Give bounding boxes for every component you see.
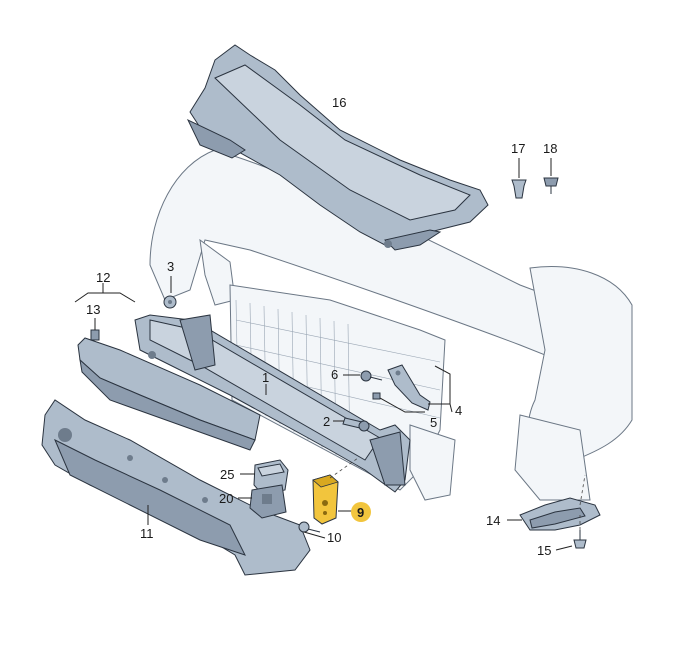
callout-badge-9 [351,502,371,522]
callout-9: 9 [357,505,364,520]
callout-12: 12 [96,270,110,285]
part-11-lower-carrier [41,399,311,576]
callout-16: 16 [332,95,346,110]
callout-10: 10 [327,530,341,545]
callout-1: 1 [262,370,269,385]
callout-labels: 16 17 18 3 12 13 1 6 2 4 5 25 20 9 10 11… [86,95,557,558]
part-3-nut [163,276,177,309]
part-1-bumper-beam [134,314,411,493]
callout-6: 6 [331,367,338,382]
callout-11: 11 [140,526,154,541]
part-6-bolt [343,370,383,382]
part-16-cowl-panel [186,44,489,251]
callout-5: 5 [430,415,437,430]
callout-4: 4 [455,403,462,418]
part-18-screw [543,158,559,194]
callout-14: 14 [486,513,500,528]
part-20-bracket [238,484,287,519]
part-15-bolt [555,512,587,551]
callout-13: 13 [86,302,100,317]
part-10-bolt [298,521,326,539]
callout-25: 25 [220,467,234,482]
part-17-clip [511,158,527,199]
part-2-bolt [333,417,370,432]
part-9-spacer-highlighted [312,457,359,525]
callout-18: 18 [543,141,557,156]
callout-3: 3 [167,259,174,274]
part-5-nut [372,392,425,413]
part-12-energy-absorber [74,283,261,451]
callout-15: 15 [537,543,551,558]
callout-20: 20 [219,491,233,506]
callout-2: 2 [323,414,330,429]
callout-17: 17 [511,141,525,156]
part-4-latch-bracket [387,364,453,413]
part-13-clip [90,318,100,341]
